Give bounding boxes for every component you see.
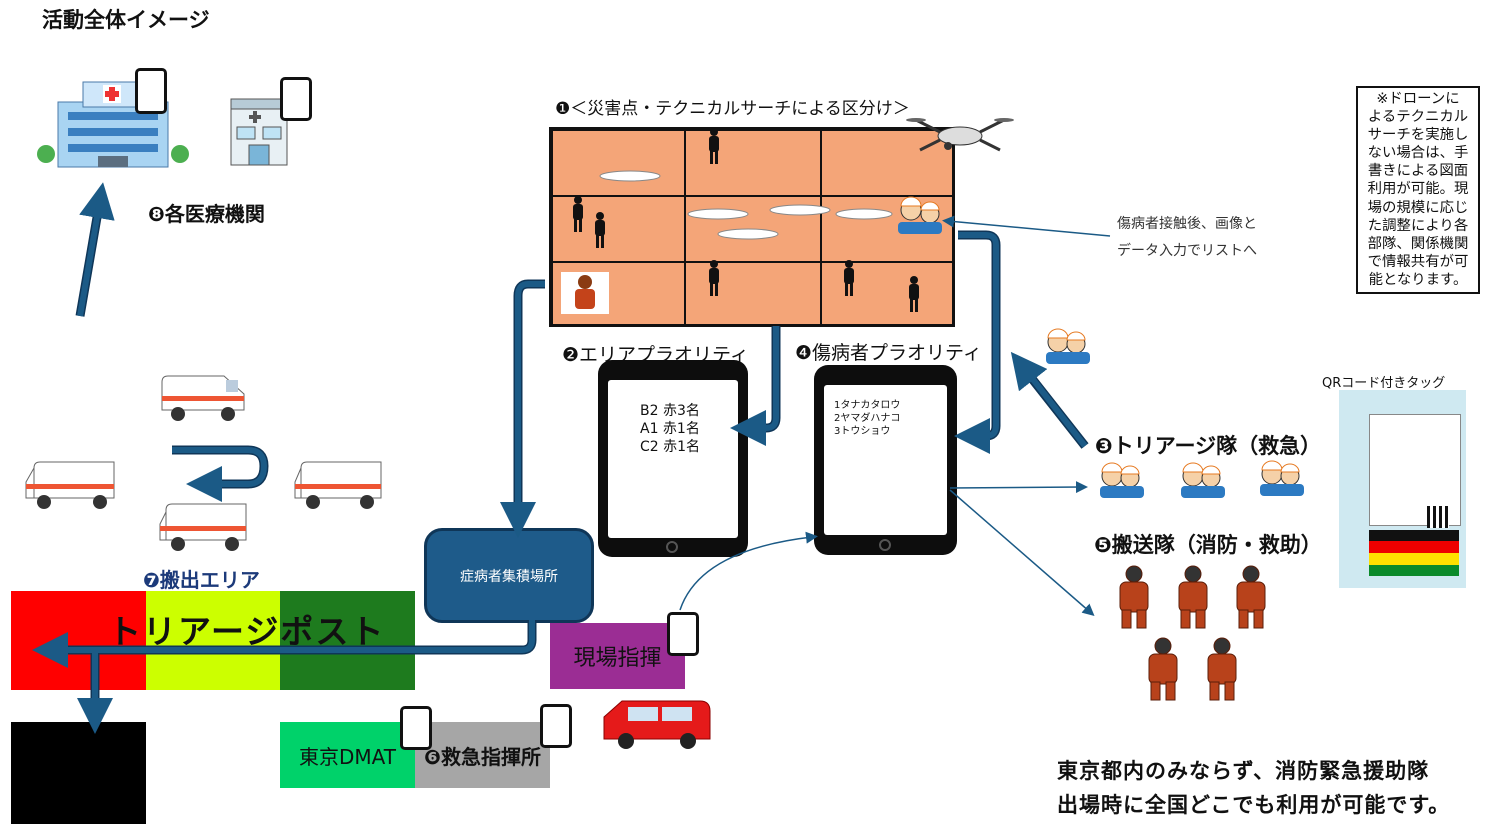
tablet-icon [540,704,572,748]
ambulance-icon [159,500,254,556]
grid-cell [821,262,955,327]
grid-cell [685,262,821,327]
triage-black-area [11,722,146,824]
arrow-input-note [942,215,1111,237]
drone-note-box: ※ドローンに よるテクニカル サーチを実施し ない場合は、手 書きによる図面 利… [1356,86,1480,294]
area-list-item: A1 赤1名 [640,421,700,438]
drone-search-label: ❶＜災害点・テクニカルサーチによる区分け＞ [555,99,910,119]
bottom-note: 東京都内のみならず、消防緊急援助隊 出場時に全国どこでも利用が可能です。 [1057,759,1451,817]
person-icon [709,260,719,296]
tablet-icon [135,68,167,114]
grid-cell [552,262,685,327]
rescuer-pair-icon [1181,462,1225,498]
patient-priority-tablet: 1タナカタロウ 2ヤマダハナコ 3トウショウ [814,365,957,555]
triage-post-label: トリアージポスト [108,612,386,651]
arrow-tablet-to-triage [949,481,1088,494]
grid-cell [821,130,955,196]
arrow-grid-to-area-tablet [730,326,781,446]
input-note: 傷病者接触後、画像と データ入力でリストへ [1117,216,1257,259]
triage-yellow-band [146,591,280,690]
tablet-icon [280,77,312,121]
lying-victim-icon [599,170,661,182]
lying-victim-icon [717,228,779,240]
dmat-box: 東京DMAT [280,722,415,788]
qr-tag-label: QRコード付きタッグ [1322,376,1446,391]
grid-cell [552,130,685,196]
command-post-box: ❻救急指揮所 [415,722,550,788]
search-grid-map [549,127,955,327]
rescuer-pair-icon [1100,462,1144,498]
area-list-item: C2 赤1名 [640,439,701,456]
firefighter-icon [1236,565,1266,629]
tablet-icon [667,612,699,656]
field-command-box: 現場指揮 [550,623,685,689]
ambulance-icon [24,458,120,512]
grid-cell [685,130,821,196]
home-button [666,541,678,553]
lying-victim-icon [687,208,749,220]
arrow-grid-to-patient-tablet [954,230,1001,454]
lying-victim-icon [769,204,831,216]
grid-cell [685,196,821,262]
firefighter-icon [1148,637,1178,701]
arrow-tablet-to-transport [949,489,1095,616]
fire-command-vehicle-icon [600,695,715,755]
person-icon [844,260,854,296]
arrow-command-to-tablet [679,531,818,611]
rescuer-pair-icon [898,196,942,234]
firefighter-icon [1178,565,1208,629]
firefighter-icon [1207,637,1237,701]
qr-code-icon [1427,506,1449,528]
person-icon [595,212,605,248]
dispatch-area-label: ❼搬出エリア [143,568,260,592]
medical-institutions-label: ❽各医療機関 [148,202,265,226]
patient-list-item: 3トウショウ [834,426,891,437]
ambulance-return-arrow [172,445,269,502]
patient-priority-label: ❹傷病者プラオリティ [795,342,982,364]
triage-team-label: ❸トリアージ隊（救急） [1095,434,1322,458]
grid-cell [821,196,955,262]
person-icon [573,196,583,232]
qr-triage-tag-image [1339,390,1466,588]
ambulance-icon [158,372,248,424]
home-button [879,539,891,551]
firefighter-icon [561,272,609,314]
ambulance-icon [294,458,391,512]
triage-green-band [280,591,415,690]
patient-list-item: 2ヤマダハナコ [834,413,901,424]
area-list-item: B2 赤3名 [640,403,700,419]
grid-cell [552,196,685,262]
rescuer-pair-icon [1260,460,1304,496]
rescuer-pair-icon [1046,328,1090,364]
tablet-icon [400,706,432,750]
firefighter-icon [1119,565,1149,629]
transport-team-label: ❺搬送隊（消防・救助） [1094,533,1322,557]
arrow-collection-to-post [32,620,537,668]
person-icon [909,276,919,312]
clinic-icon [229,97,289,167]
drone-icon [906,108,1014,158]
lying-victim-icon [835,208,893,220]
person-icon [709,128,719,164]
area-priority-tablet: B2 赤3名 A1 赤1名 C2 赤1名 [598,360,748,557]
page-title: 活動全体イメージ [42,8,210,32]
arrow-grid-to-collection [500,279,545,538]
patient-list-item: 1タナカタロウ [834,400,901,411]
